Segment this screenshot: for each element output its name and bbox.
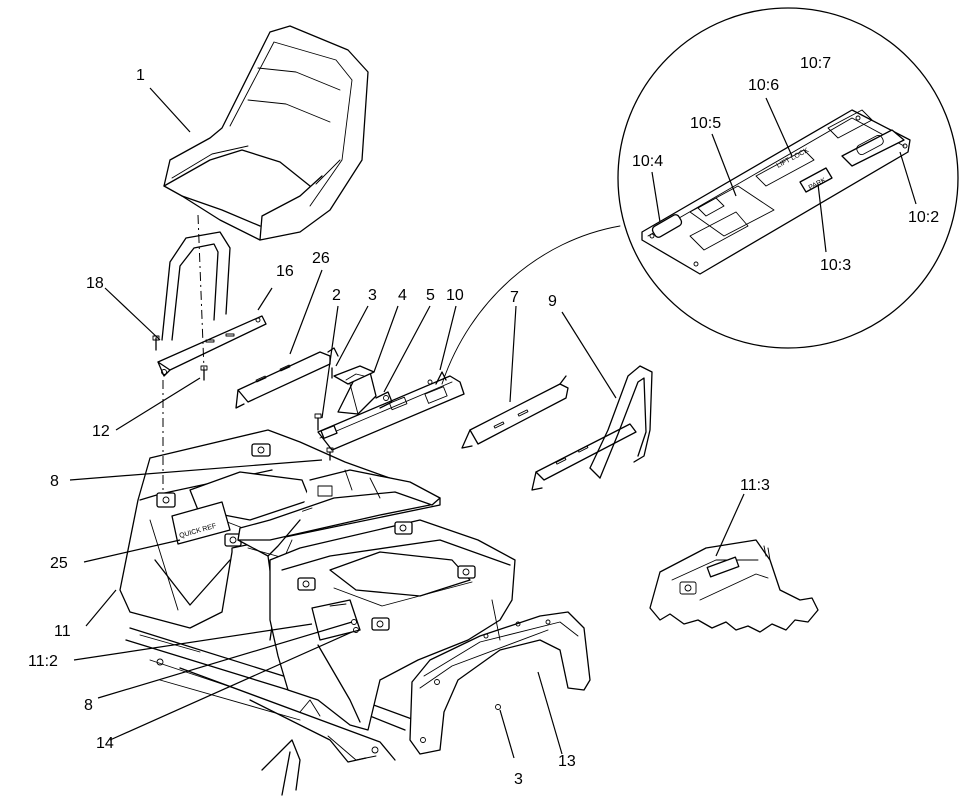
callout-10-5: 10:5 bbox=[690, 115, 721, 132]
callout-3-top: 3 bbox=[368, 287, 377, 304]
callout-2: 2 bbox=[332, 287, 341, 304]
callout-9: 9 bbox=[548, 293, 557, 310]
callout-16: 16 bbox=[276, 263, 294, 280]
callout-5: 5 bbox=[426, 287, 435, 304]
quick-ref-decal: QUICK REF bbox=[171, 501, 231, 545]
callout-11-3: 11:3 bbox=[740, 477, 770, 494]
callout-3-bottom: 3 bbox=[514, 771, 523, 788]
callout-25: 25 bbox=[50, 555, 68, 572]
callout-4: 4 bbox=[398, 287, 407, 304]
leader-lines bbox=[69, 87, 917, 759]
control-panel bbox=[317, 365, 465, 451]
callouts: 1 18 16 26 2 3 4 5 10 12 7 9 8 25 11 11:… bbox=[28, 55, 939, 788]
callout-10: 10 bbox=[446, 287, 464, 304]
callout-11-2: 11:2 bbox=[28, 653, 58, 670]
callout-14: 14 bbox=[96, 735, 114, 752]
callout-10-4: 10:4 bbox=[632, 153, 663, 170]
bracket-7 bbox=[461, 375, 569, 449]
seat bbox=[163, 25, 369, 241]
bracket-26 bbox=[235, 347, 339, 409]
callout-11: 11 bbox=[54, 623, 71, 640]
callout-10-6: 10:6 bbox=[748, 77, 779, 94]
callout-13: 13 bbox=[558, 753, 576, 770]
handle bbox=[531, 365, 653, 491]
detail-view-panel: PARK LIFT LOCK bbox=[441, 7, 959, 385]
callout-8-bottom: 8 bbox=[84, 697, 93, 714]
detail-view-body bbox=[649, 539, 819, 633]
callout-1: 1 bbox=[136, 67, 145, 84]
callout-18: 18 bbox=[86, 275, 104, 292]
callout-10-3: 10:3 bbox=[820, 257, 851, 274]
callout-10-2: 10:2 bbox=[908, 209, 939, 226]
screw bbox=[314, 367, 334, 461]
body-hood: QUICK REF bbox=[119, 429, 516, 731]
callout-7: 7 bbox=[510, 289, 519, 306]
fender bbox=[409, 599, 591, 755]
seat-support-bracket bbox=[157, 231, 267, 377]
assembly-line bbox=[197, 214, 205, 371]
callout-26: 26 bbox=[312, 250, 330, 267]
callout-8-top: 8 bbox=[50, 473, 59, 490]
callout-10-7: 10:7 bbox=[800, 55, 831, 72]
callout-12: 12 bbox=[92, 423, 110, 440]
